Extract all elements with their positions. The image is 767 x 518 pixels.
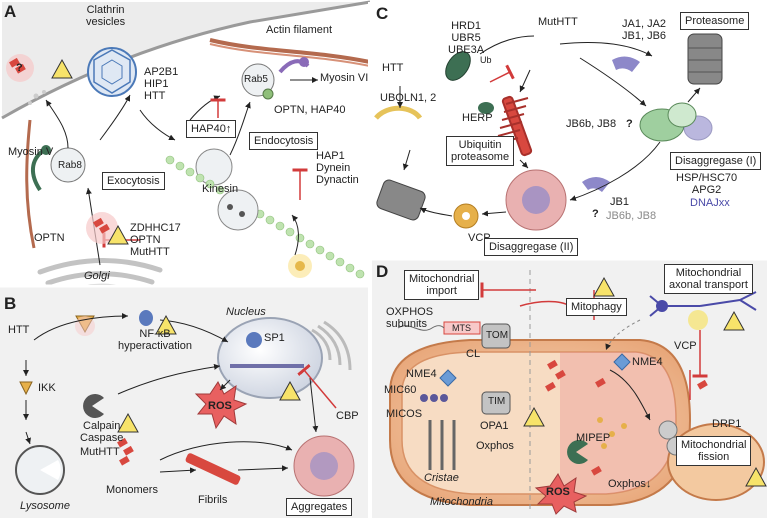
optn-hap40-label: OPTN, HAP40 [274, 104, 346, 116]
herp-label: HERP [462, 112, 493, 124]
proteasome-box: Proteasome [680, 12, 750, 30]
kinesin-label: Kinesin [202, 183, 239, 195]
fibrils-label: Fibrils [198, 494, 228, 506]
rab8-label: Rab8 [58, 160, 82, 171]
myosin-v-label: Myosin V [8, 146, 54, 158]
panel-a-graphics [1, 0, 371, 296]
rab5-label: Rab5 [244, 74, 268, 85]
ap2b1-hip1-htt-label: AP2B1 HIP1 HTT [144, 66, 179, 102]
cristae-label: Cristae [424, 472, 459, 484]
exocytosis-box: Exocytosis [102, 172, 165, 190]
lysosome-label: Lysosome [20, 500, 70, 512]
ikk-label: IKK [38, 382, 56, 394]
calpain-caspase-label: Calpain Caspase [80, 420, 124, 444]
question-a: ? [16, 62, 23, 74]
muthtt-label-b: MutHTT [80, 446, 120, 458]
panel-label-c: C [376, 4, 389, 23]
panel-label-a: A [4, 2, 17, 21]
hrd1-ubr5-ube3a-label: HRD1 UBR5 UBE3A [448, 20, 485, 56]
oxphos-down-label: Oxphos↓ [608, 478, 652, 490]
htt-label-c: HTT [382, 62, 404, 74]
muthtt-glyph-a2 [86, 212, 118, 244]
mito-fission-box: Mitochondrial fission [676, 436, 752, 466]
cl-label: CL [466, 348, 481, 360]
dnajxx-label: DNAJxx [690, 197, 730, 209]
jb1-label: JB1 [610, 196, 629, 208]
question-c1: ? [626, 118, 633, 130]
tim-label: TIM [488, 396, 506, 407]
golgi-label: Golgi [84, 270, 110, 282]
panel-label-b: B [4, 294, 17, 313]
palmitoyl-circle [288, 254, 312, 278]
actin-filament-label: Actin filament [266, 24, 333, 36]
hap40-up-box: HAP40↑ [186, 120, 237, 138]
jb6b-jb8-grey-label: JB6b, JB8 [606, 210, 657, 222]
panel-label-d: D [376, 262, 389, 281]
optn-label: OPTN [34, 232, 65, 244]
jb6b-jb8-label: JB6b, JB8 [566, 118, 617, 130]
monomers-label: Monomers [106, 484, 158, 496]
mito-import-box: Mitochondrial import [404, 270, 480, 300]
mic60-label: MIC60 [384, 384, 417, 396]
muthtt-glyph-b [117, 437, 134, 466]
opa1-label: OPA1 [480, 420, 509, 432]
mitochondria-label: Mitochondria [430, 496, 493, 508]
hsp-apg2-label: HSP/HSC70 APG2 [676, 172, 738, 196]
myosin-vi-label: Myosin VI [320, 72, 369, 84]
disaggregase-ii-box: Disaggregase (II) [484, 238, 579, 256]
endocytosis-box: Endocytosis [249, 132, 319, 150]
ub-label: Ub [480, 55, 492, 65]
muthtt-glyph-d [545, 359, 708, 476]
aggregates-box: Aggregates [286, 498, 353, 516]
htt-label-b: HTT [8, 324, 30, 336]
ros-label-d: ROS [546, 486, 570, 498]
oxphos-subunits-label: OXPHOS subunits [386, 306, 434, 330]
panel-c-graphics [374, 33, 723, 231]
hap1-dynein-dynactin-label: HAP1 Dynein Dynactin [316, 150, 359, 186]
disaggregase-i-box: Disaggregase (I) [670, 152, 762, 170]
muthtt-label-c: MutHTT [538, 16, 578, 28]
nme4-left-label: NME4 [406, 368, 437, 380]
mito-axonal-box: Mitochondrial axonal transport [664, 264, 753, 294]
nucleus-label: Nucleus [226, 306, 266, 318]
micos-label: MICOS [386, 408, 423, 420]
sp1-label: SP1 [264, 332, 285, 344]
tom-label: TOM [486, 330, 509, 341]
nfkb-label: NF-κB hyperactivation [118, 328, 192, 352]
vcp-label-d: VCP [674, 340, 697, 352]
ubqln-label: UBQLN1, 2 [380, 92, 437, 104]
question-c2: ? [592, 208, 599, 220]
mitophagy-box: Mitophagy [566, 298, 627, 316]
nme4-right-label: NME4 [632, 356, 663, 368]
ubiquitin-proteasome-box: Ubiquitin proteasome [446, 136, 515, 166]
ros-label-b: ROS [208, 400, 232, 412]
panel-b-graphics [0, 287, 370, 518]
clathrin-vesicles-label: Clathrin vesicles [86, 4, 126, 28]
cbp-label: CBP [336, 410, 359, 422]
ja-jb-group-label: JA1, JA2 JB1, JB6 [622, 18, 667, 42]
mts-label: MTS [452, 323, 471, 333]
drp1-label: DRP1 [712, 418, 742, 430]
oxphos-label: Oxphos [476, 440, 514, 452]
mipep-label: MIPEP [576, 432, 611, 444]
muthtt-glyph-a1 [6, 54, 34, 82]
zdhhc17-group-label: ZDHHC17 OPTN MutHTT [130, 222, 181, 258]
